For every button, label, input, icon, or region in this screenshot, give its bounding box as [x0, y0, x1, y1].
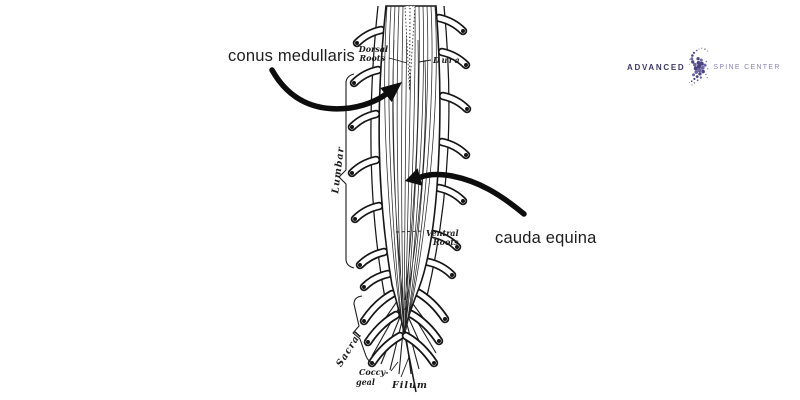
advanced-spine-center-logo: ADVANCED SPINE CENTER	[627, 45, 781, 89]
dura-label: Dura	[432, 55, 461, 65]
cauda-equina-label: cauda equina	[495, 229, 597, 247]
lumbar-label: Lumbar	[330, 146, 347, 195]
filum-label: Filum	[391, 380, 428, 391]
ventral-roots-label-line1: Ventral	[426, 228, 459, 238]
dorsal-roots-leader	[388, 57, 408, 64]
coccygeal-leader	[390, 361, 399, 372]
sacral-bracket	[352, 295, 376, 365]
dorsal-roots-label-line1: Dorsal	[358, 44, 388, 54]
lumbar-bracket	[338, 73, 355, 269]
filum-leader	[400, 356, 410, 378]
dura-outline	[370, 5, 450, 299]
ventral-roots-label-line2: Roots	[432, 237, 459, 247]
conus-medullaris-label: conus medullaris	[228, 47, 356, 65]
dorsal-roots-label-line2: Roots	[358, 53, 385, 63]
logo-word-advanced: ADVANCED	[627, 62, 686, 72]
logo-word-spine-center: SPINE CENTER	[713, 63, 781, 71]
conus-medullaris-arrow	[269, 67, 402, 112]
ventral-roots-leader	[395, 230, 424, 233]
sacral-label: Sacral	[334, 330, 364, 369]
coccygeal-label-line2: geal	[356, 377, 375, 387]
dura-leader	[418, 59, 432, 63]
cauda-equina-arrow	[405, 168, 527, 217]
spine-swirl-icon	[689, 47, 709, 86]
coccygeal-label-line1: Coccy-	[359, 367, 388, 377]
